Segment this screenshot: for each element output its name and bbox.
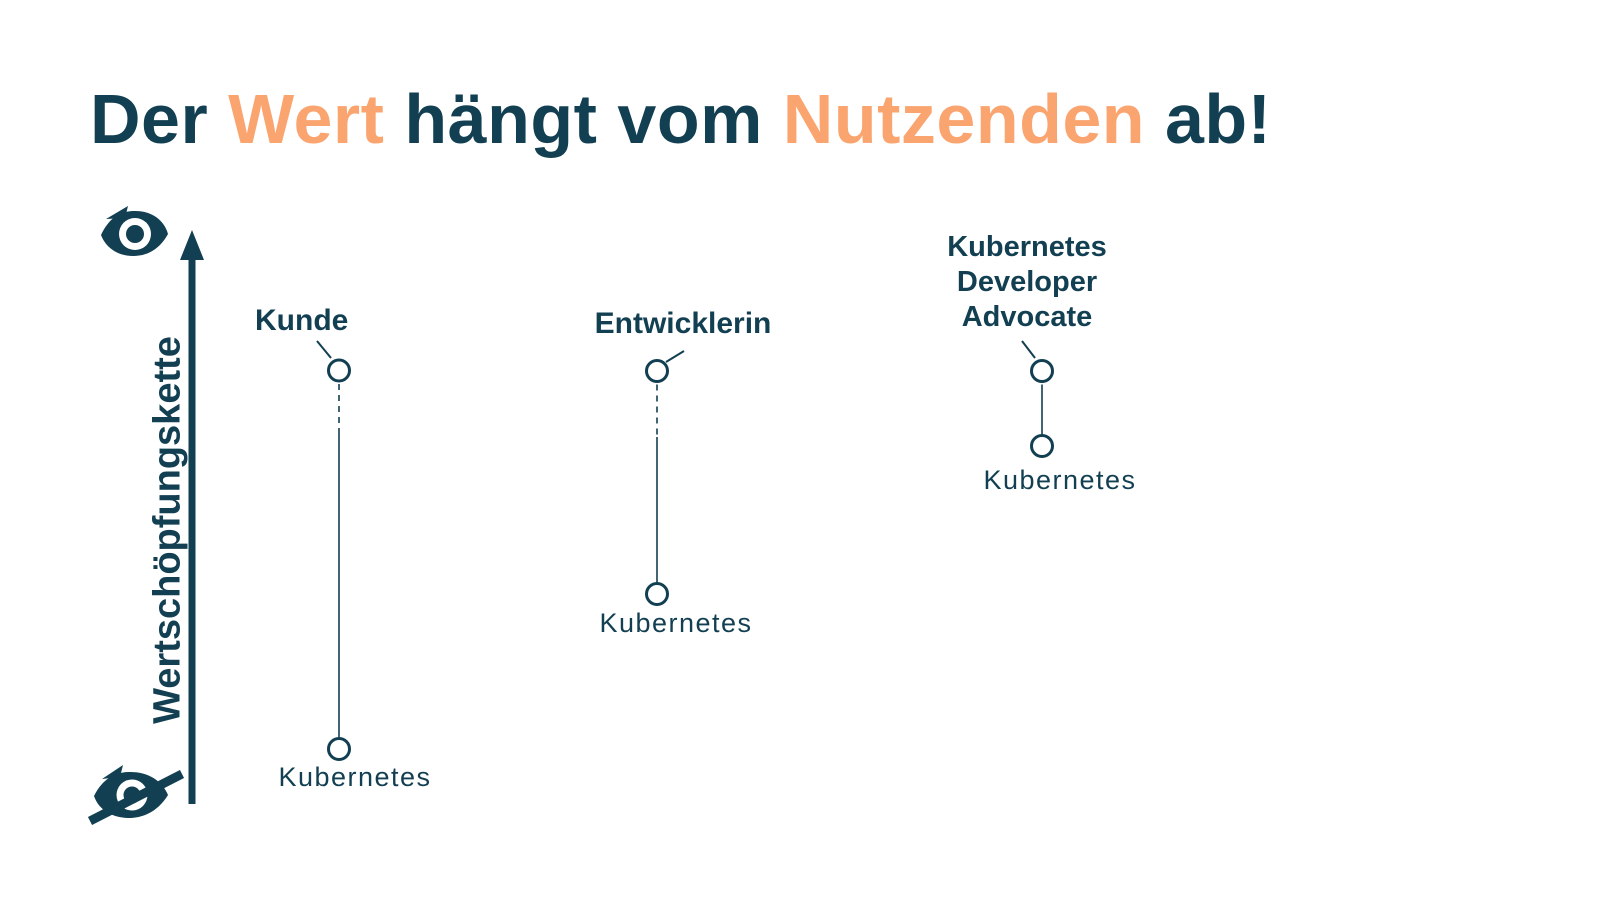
eye-open-icon — [101, 206, 168, 256]
persona-kda-diagram — [1021, 340, 1054, 458]
axis-arrow-up — [180, 230, 204, 804]
persona-label-line: Developer — [956, 266, 1098, 298]
target-node — [645, 582, 669, 606]
pointer-line — [1021, 340, 1036, 359]
pointer-line — [316, 340, 332, 359]
target-node — [1030, 434, 1054, 458]
title-segment: ab! — [1145, 80, 1272, 158]
title-segment-highlight: Wert — [228, 80, 385, 158]
target-label-kubernetes: Kubernetes — [278, 762, 432, 792]
target-label-kubernetes: Kubernetes — [983, 465, 1137, 495]
title-segment: Der — [90, 80, 229, 158]
title-segment-highlight: Nutzenden — [782, 80, 1146, 158]
persona-label-entwicklerin: Entwicklerin — [594, 307, 772, 340]
persona-label-kda: Kubernetes Developer Advocate — [947, 230, 1107, 335]
persona-node — [327, 358, 351, 383]
page-title: Der Wert hängt vom Nutzenden ab! — [90, 84, 1271, 154]
persona-label-line: Kubernetes — [947, 231, 1107, 263]
target-node — [327, 737, 351, 761]
persona-node — [645, 359, 669, 383]
persona-entwicklerin-diagram — [645, 350, 685, 606]
persona-kunde-diagram — [316, 340, 351, 761]
title-segment: hängt vom — [384, 80, 783, 158]
persona-label-line: Advocate — [961, 301, 1093, 333]
eye-crossed-icon — [87, 765, 185, 826]
pointer-line — [665, 350, 685, 363]
persona-label-kunde: Kunde — [255, 304, 349, 337]
target-label-kubernetes: Kubernetes — [599, 608, 753, 638]
persona-node — [1030, 359, 1054, 383]
